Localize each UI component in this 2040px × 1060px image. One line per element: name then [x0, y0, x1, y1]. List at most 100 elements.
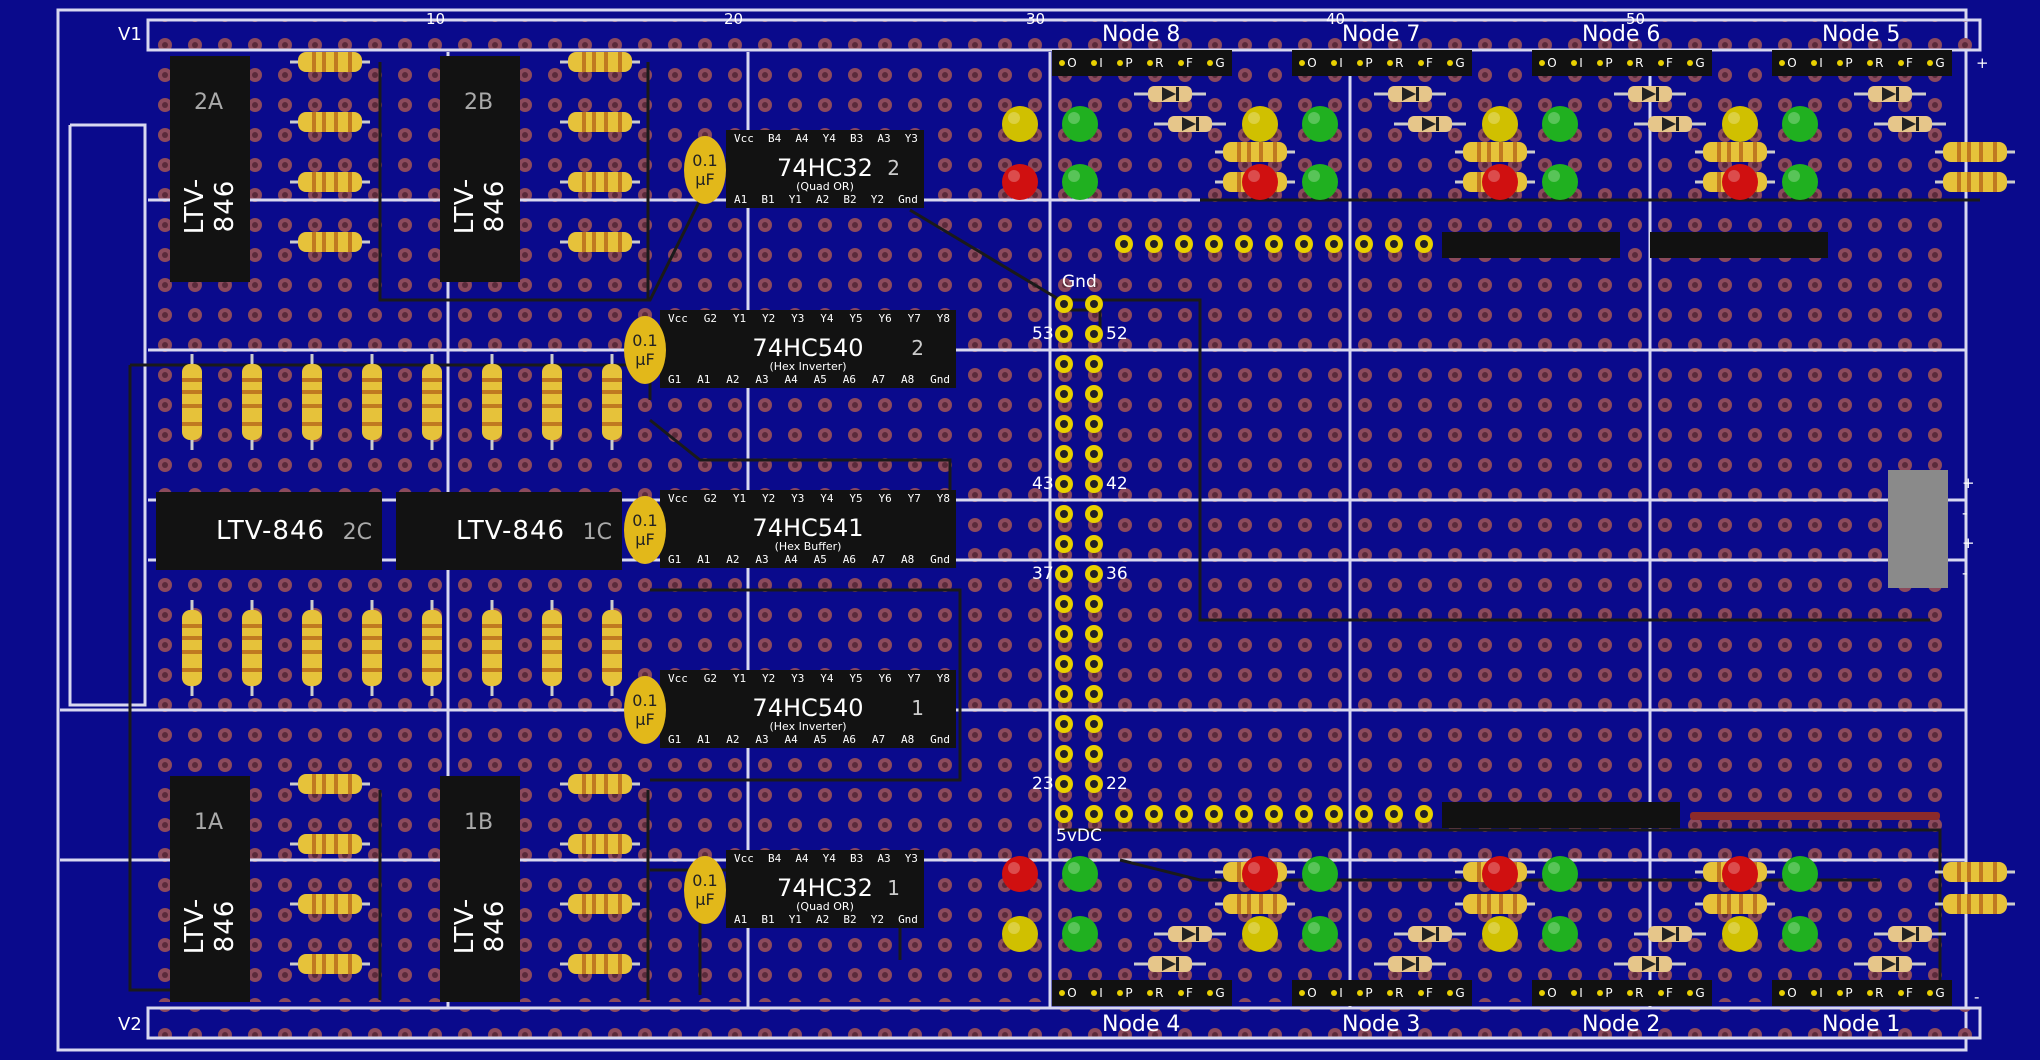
connector-pin: [1055, 355, 1073, 373]
chip-pin-label: A4: [795, 852, 809, 865]
cap-unit: µF: [635, 530, 655, 549]
chip-sub: (Quad OR): [796, 900, 854, 913]
chip-unit: 1: [887, 876, 900, 900]
led: [1002, 106, 1038, 142]
chip-pin-label: Y6: [878, 672, 892, 685]
connector-pin: [1085, 355, 1103, 373]
node-label: Node 5: [1822, 22, 1901, 47]
chip-pin-label: B3: [850, 852, 864, 865]
header-pin-label: O: [1539, 56, 1556, 70]
connector-pin: [1415, 235, 1433, 253]
connector-pin: [1085, 715, 1103, 733]
connector-pin: [1055, 505, 1073, 523]
resistor: [362, 354, 382, 450]
opto-part: LTV-846: [450, 897, 510, 955]
chip-pin-label: A2: [726, 553, 740, 566]
header-pin-label: R: [1867, 56, 1883, 70]
led: [1062, 916, 1098, 952]
header-pin-label: G: [1207, 986, 1224, 1000]
connector-pin: [1055, 325, 1073, 343]
optocoupler-1B: 1B LTV-846: [440, 776, 520, 1002]
chip-sub: (Hex Inverter): [769, 360, 847, 373]
connector-pin: [1355, 805, 1373, 823]
terminal-mark: -: [1962, 564, 1968, 582]
chip-pin-label: Gnd: [898, 913, 918, 926]
chip-pin-label: Y1: [788, 913, 802, 926]
chip-unit: 2: [887, 156, 900, 180]
opto-unit: 1C: [582, 520, 612, 545]
resistor: [302, 354, 322, 450]
chip-pin-label: Y4: [820, 312, 834, 325]
cap-value: 0.1: [632, 691, 658, 710]
chip-pin-label: A3: [755, 553, 769, 566]
led: [1722, 106, 1758, 142]
connector-pin: [1085, 565, 1103, 583]
header-pin-label: I: [1811, 986, 1823, 1000]
resistor: [560, 954, 640, 974]
diode: [1154, 926, 1226, 942]
connector-pin: [1085, 745, 1103, 763]
resistor: [290, 232, 370, 252]
chip-pin-label: Vcc: [734, 852, 754, 865]
chip-pin-label: Vcc: [668, 312, 688, 325]
rail-label-bottom: V2: [118, 1014, 142, 1035]
chip-pin-label: A3: [877, 132, 891, 145]
led: [1482, 856, 1518, 892]
chip-pin-label: A4: [784, 373, 798, 386]
connector-pin: [1055, 595, 1073, 613]
resistor: [1215, 142, 1295, 162]
header-pin-label: I: [1571, 986, 1583, 1000]
connector-pin: [1085, 595, 1103, 613]
header-pin-label: F: [1418, 56, 1433, 70]
header-pin-label: G: [1927, 986, 1944, 1000]
led: [1782, 916, 1818, 952]
chip-pin-label: Gnd: [898, 193, 918, 206]
resistor: [542, 600, 562, 696]
opto-part: LTV-846: [456, 516, 566, 546]
chip-pin-label: A5: [813, 553, 827, 566]
header-pin-label: G: [1207, 56, 1224, 70]
optocoupler-1A: 1A LTV-846: [170, 776, 250, 1002]
pin-label: 53: [1032, 324, 1054, 344]
diode: [1874, 116, 1946, 132]
header-pin-label: P: [1357, 56, 1372, 70]
header-pin-label: G: [1927, 56, 1944, 70]
connector-pin: [1175, 235, 1193, 253]
chip-pin-label: A5: [813, 373, 827, 386]
chip-pin-label: G1: [668, 553, 682, 566]
diode: [1374, 956, 1446, 972]
opto-unit: 1A: [194, 810, 224, 835]
resistor: [290, 172, 370, 192]
chip-pin-label: A6: [842, 373, 856, 386]
resistor: [1935, 862, 2015, 882]
connector-pin: [1265, 235, 1283, 253]
opto-unit: 2B: [464, 90, 494, 115]
connector-pin: [1055, 655, 1073, 673]
chip-pin-label: A5: [813, 733, 827, 746]
resistor: [1455, 894, 1535, 914]
led: [1482, 106, 1518, 142]
opto-unit: 1B: [464, 810, 494, 835]
resistor: [542, 354, 562, 450]
chip-pin-label: Y3: [791, 312, 805, 325]
led: [1242, 164, 1278, 200]
opto-unit: 2A: [194, 90, 224, 115]
header-pin-label: R: [1867, 986, 1883, 1000]
column-number: 10: [426, 10, 446, 28]
chip-sub: (Hex Inverter): [769, 720, 847, 733]
connector-pin: [1325, 805, 1343, 823]
connector-pin: [1055, 625, 1073, 643]
led: [1782, 164, 1818, 200]
chip-pin-label: Y8: [936, 672, 950, 685]
